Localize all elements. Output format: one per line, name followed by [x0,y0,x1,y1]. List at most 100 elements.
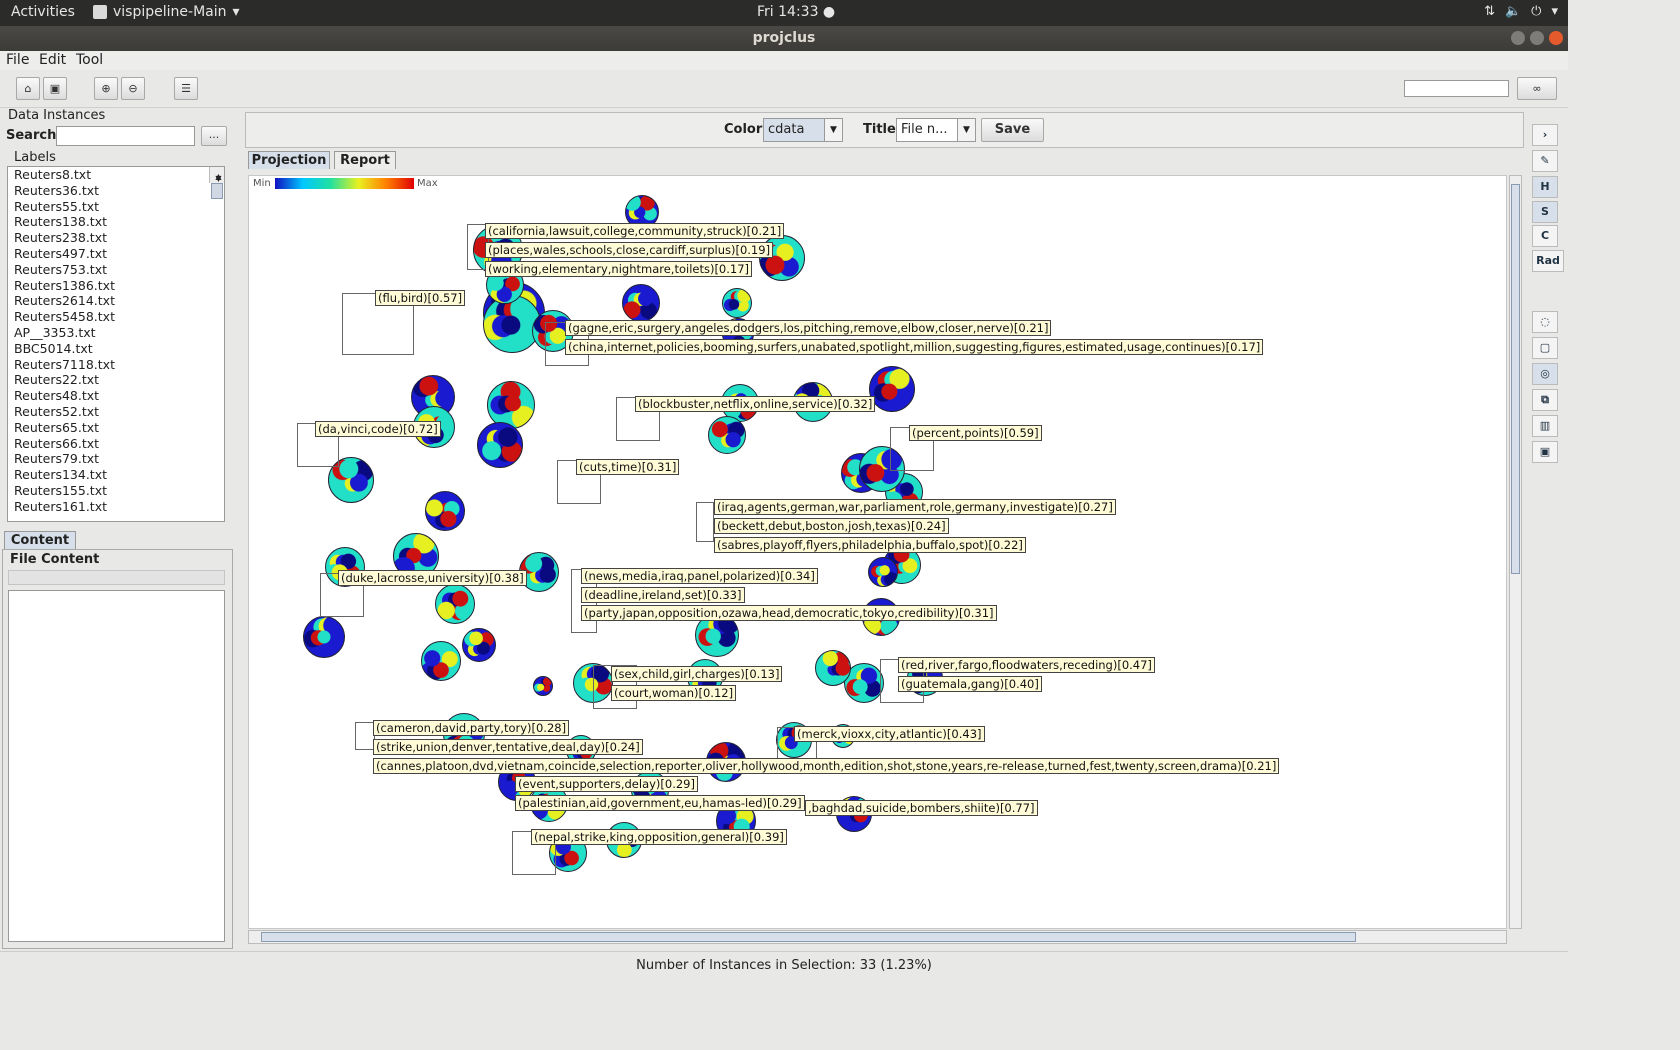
c-button[interactable]: C [1532,225,1558,247]
expand-icon[interactable]: › [1532,124,1558,146]
title-select[interactable]: File n...▼ [896,118,976,142]
clock[interactable]: Fri 14:33 ● [757,4,836,20]
label-list-item[interactable]: Reuters497.txt [14,245,108,261]
scroll-thumb[interactable] [211,183,223,199]
toolbar-search-input[interactable] [1404,80,1509,97]
cluster-label[interactable]: (news,media,iraq,panel,polarized)[0.34] [581,568,818,584]
close-button[interactable] [1549,31,1563,45]
cluster-points[interactable] [533,676,553,696]
cluster-label[interactable]: (event,supporters,delay)[0.29] [515,776,698,792]
cluster-label[interactable]: (sex,child,girl,charges)[0.13] [611,666,783,682]
cluster-label[interactable]: (california,lawsuit,college,community,st… [485,223,785,239]
cluster-label[interactable]: (blockbuster,netflix,online,service)[0.3… [635,396,876,412]
selection-box[interactable] [696,502,714,542]
cluster-label[interactable]: (flu,bird)[0.57] [375,290,466,306]
columns-icon[interactable]: ▥ [1532,415,1558,437]
cluster-label[interactable]: (nepal,strike,king,opposition,general)[0… [531,829,787,845]
network-icon[interactable]: ⇅ [1484,4,1495,19]
menu-tool[interactable]: Tool [76,52,104,68]
cluster-label[interactable]: (red,river,fargo,floodwaters,receding)[0… [898,657,1155,673]
label-list-item[interactable]: AP__3353.txt [14,324,96,340]
save-button[interactable]: Save [981,118,1044,142]
zoom-out-icon[interactable]: ⊖ [121,77,145,100]
tab-projection[interactable]: Projection [248,151,330,169]
label-list-item[interactable]: Reuters66.txt [14,435,100,451]
cluster-label[interactable]: (merck,vioxx,city,atlantic)[0.43] [794,726,985,742]
cluster-label[interactable]: (percent,points)[0.59] [909,425,1042,441]
cluster-label[interactable]: (sabres,playoff,flyers,philadelphia,buff… [714,537,1026,553]
cluster-points[interactable] [868,557,898,587]
vscroll-thumb[interactable] [1511,184,1520,574]
label-list-item[interactable]: Reuters36.txt [14,182,100,198]
menu-edit[interactable]: Edit [39,52,67,68]
maximize-button[interactable] [1530,31,1544,45]
cluster-points[interactable] [815,650,851,686]
cluster-points[interactable] [303,616,345,658]
cluster-label[interactable]: (cuts,time)[0.31] [576,459,680,475]
target-icon[interactable]: ◎ [1532,363,1558,385]
cluster-points[interactable] [328,457,374,503]
cluster-points[interactable] [869,366,915,412]
cluster-label[interactable]: (cameron,david,party,tory)[0.28] [373,720,570,736]
open-icon[interactable]: ⌂ [16,77,40,100]
label-list-item[interactable]: Reuters7118.txt [14,356,115,372]
cluster-label[interactable]: (gagne,eric,surgery,angeles,dodgers,los,… [565,320,1052,336]
select-icon[interactable]: ▣ [1532,441,1558,463]
vertical-scrollbar[interactable] [1509,175,1522,929]
cluster-label[interactable]: (china,internet,policies,booming,surfers… [565,339,1264,355]
cluster-label[interactable]: (deadline,ireland,set)[0.33] [581,587,745,603]
zoom-in-icon[interactable]: ⊕ [94,77,118,100]
tab-content[interactable]: Content [4,531,76,549]
cluster-label[interactable]: (beckett,debut,boston,josh,texas)[0.24] [714,518,949,534]
label-list-item[interactable]: Reuters238.txt [14,230,108,246]
label-list-item[interactable]: Reuters155.txt [14,482,108,498]
system-tray[interactable]: ⇅ 🔈 ⏻ ▾ [1484,4,1558,19]
color-select[interactable]: cdata▼ [763,118,843,142]
label-list-item[interactable]: Reuters134.txt [14,467,108,483]
label-list-item[interactable]: Reuters55.txt [14,198,100,214]
cluster-label[interactable]: (da,vinci,code)[0.72] [315,421,441,437]
cluster-label[interactable]: (working,elementary,nightmare,toilets)[0… [485,261,753,277]
cluster-points[interactable] [695,613,739,657]
label-list-item[interactable]: Reuters753.txt [14,261,108,277]
label-list-item[interactable]: Reuters52.txt [14,403,100,419]
cluster-points[interactable] [722,288,752,318]
cluster-label[interactable]: (court,woman)[0.12] [611,685,737,701]
projection-canvas[interactable]: Min Max (california,lawsuit,college,comm… [248,175,1507,929]
scroll-up-icon[interactable]: ▲ [215,172,222,181]
power-icon[interactable]: ⏻ [1531,4,1542,19]
minimize-button[interactable] [1511,31,1525,45]
selection-box[interactable] [355,722,375,750]
cluster-points[interactable] [487,381,535,429]
hscroll-thumb[interactable] [261,932,1356,942]
label-list-item[interactable]: Reuters2614.txt [14,293,115,309]
cluster-points[interactable] [462,628,496,662]
label-list-item[interactable]: Reuters161.txt [14,498,108,514]
cluster-label[interactable]: (party,japan,opposition,ozawa,head,democ… [581,605,997,621]
menu-file[interactable]: File [6,52,30,68]
cluster-points[interactable] [844,663,884,703]
label-list-item[interactable]: Reuters65.txt [14,419,100,435]
label-list-item[interactable]: Reuters1386.txt [14,277,115,293]
cluster-points[interactable] [435,584,475,624]
chevron-down-icon[interactable]: ▾ [1551,4,1558,19]
cluster-points[interactable] [759,235,805,281]
label-list-item[interactable]: Reuters22.txt [14,372,100,388]
cluster-label[interactable]: (palestinian,aid,government,eu,hamas-led… [515,795,805,811]
cluster-label[interactable]: (strike,union,denver,tentative,deal,day)… [373,739,643,755]
label-list-item[interactable]: Reuters8.txt [14,167,92,182]
cluster-points[interactable] [859,446,905,492]
file-content-text[interactable] [8,590,225,942]
cluster-points[interactable] [708,416,746,454]
tab-report[interactable]: Report [334,151,396,169]
frame-icon[interactable]: ▢ [1532,337,1558,359]
tooltip-icon[interactable]: ◌ [1532,311,1558,333]
cluster-points[interactable] [622,284,660,322]
cluster-points[interactable] [425,491,465,531]
scroll-down-icon[interactable]: ▼ [215,173,222,183]
label-list-item[interactable]: Reuters138.txt [14,214,108,230]
label-list-item[interactable]: Reuters79.txt [14,451,100,467]
edit-icon[interactable]: ✎ [1532,150,1558,172]
volume-icon[interactable]: 🔈 [1504,4,1522,19]
